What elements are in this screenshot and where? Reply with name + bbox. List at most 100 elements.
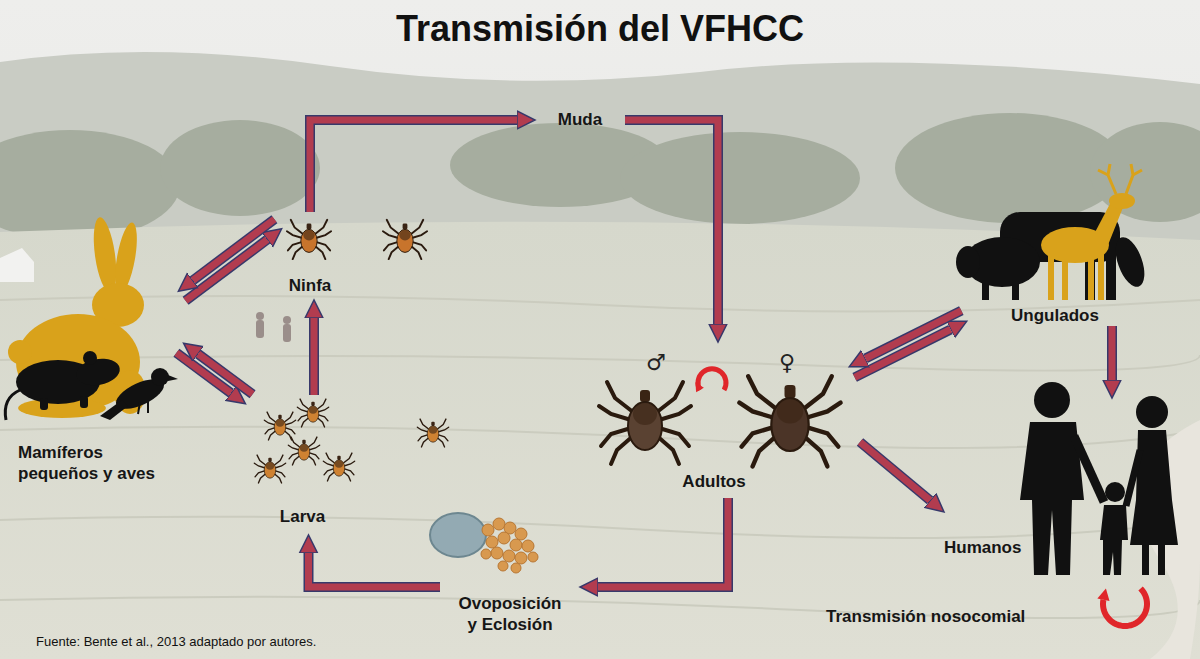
egg-mass-part-part xyxy=(528,552,538,562)
humans-silhouette-part xyxy=(1100,505,1128,575)
stage-label: Ovoposición y Eclosión xyxy=(454,594,566,635)
stage-label: Larva xyxy=(280,507,325,527)
stage-node: Ovoposición y Eclosión xyxy=(440,505,580,635)
walkers-part xyxy=(283,324,291,342)
source-caption: Fuente: Bente et al., 2013 adaptado por … xyxy=(36,634,316,649)
trees-part xyxy=(1090,122,1200,222)
arrow-outline xyxy=(598,498,728,587)
transmission-arrow xyxy=(1112,326,1113,380)
egg-mass-part xyxy=(481,518,538,573)
grass-streaks-part xyxy=(0,517,1200,538)
transmission-arrow xyxy=(314,318,315,395)
humans-silhouette xyxy=(1020,382,1178,575)
arrow-body xyxy=(186,240,268,301)
walkers xyxy=(256,312,291,342)
arrow-body xyxy=(310,120,517,212)
stage-label: Humanos xyxy=(944,538,1021,558)
ungulates-silhouette-part-part xyxy=(1109,193,1135,209)
tent xyxy=(0,248,34,282)
stage-node: Humanos xyxy=(940,378,1180,578)
arrow-outline xyxy=(309,318,319,395)
egg-mass-part-part xyxy=(486,536,498,548)
walkers-part xyxy=(283,316,291,324)
small-animals-silhouette-part-part xyxy=(100,400,128,420)
transmission-arrow xyxy=(310,120,517,212)
egg-mass-part-part xyxy=(481,549,491,559)
arrow-body xyxy=(309,553,441,587)
humans-silhouette-part xyxy=(1130,430,1178,545)
arrow-body xyxy=(193,219,275,280)
tick-icons-part xyxy=(288,437,319,465)
stage-node: Ninfa xyxy=(272,212,348,300)
arrow-body xyxy=(860,442,930,500)
sex-symbol-holder: ♀ xyxy=(779,350,795,375)
diagram-title: Transmisión del VFHCC xyxy=(396,8,804,50)
tick-icons-part xyxy=(417,419,448,447)
arrow-body xyxy=(1109,326,1116,380)
ungulates-silhouette-part xyxy=(1041,193,1135,300)
source-caption-holder: Fuente: Bente et al., 2013 adaptado por … xyxy=(36,632,316,650)
transmission-arrow xyxy=(598,498,728,587)
egg-mass-part-part xyxy=(511,563,521,573)
trees-part xyxy=(620,132,860,224)
small-animals-silhouette-part xyxy=(5,390,20,420)
stage-label: Muda xyxy=(558,110,602,130)
sex-symbol: ♂ xyxy=(646,350,666,375)
egg-mass-part-part xyxy=(515,528,527,540)
ungulates-silhouette-part-part xyxy=(1098,252,1104,300)
sex-symbol: ♀ xyxy=(779,350,795,375)
small-animals-silhouette-part-part xyxy=(83,351,97,365)
egg-mass-part-part xyxy=(491,547,503,559)
humans-silhouette-part xyxy=(1142,545,1149,575)
humans-silhouette-part xyxy=(1158,545,1165,575)
grass-streaks xyxy=(0,296,1200,618)
egg-mass-part-part xyxy=(503,550,515,562)
arrow-outline xyxy=(625,120,718,324)
arrow-outline xyxy=(193,219,275,280)
trees-part xyxy=(160,120,320,216)
arrow-outline xyxy=(865,311,961,359)
tick-icons-part xyxy=(383,220,427,259)
arrow-body xyxy=(598,498,728,587)
small-animals-silhouette-part-part xyxy=(8,340,32,364)
mating-loop xyxy=(698,369,726,390)
small-animals-silhouette-part xyxy=(8,216,146,418)
tick-icons-part xyxy=(739,376,840,466)
egg-mass xyxy=(430,513,538,573)
stage-label: Ninfa xyxy=(289,276,332,296)
humans-silhouette-part xyxy=(1126,450,1140,506)
ungulates-silhouette-part-part xyxy=(956,246,980,278)
ungulates-silhouette-part-part xyxy=(1048,252,1054,300)
transmission-arrow xyxy=(625,120,718,324)
tick-icons-part xyxy=(599,382,691,464)
humans-silhouette-part xyxy=(1034,382,1070,418)
tick-icons-part xyxy=(254,455,285,483)
egg-mass-part-part xyxy=(515,552,527,564)
small-animals-silhouette-part-part xyxy=(168,375,178,381)
small-animals-silhouette xyxy=(5,216,178,420)
humans-silhouette-part xyxy=(1136,396,1168,428)
transmission-arrow xyxy=(855,311,962,378)
stage-node: Muda xyxy=(535,104,625,136)
small-animals-silhouette-part xyxy=(16,351,178,420)
egg-mass-part-part xyxy=(482,524,494,536)
ungulates-silhouette-part xyxy=(1098,164,1142,194)
egg-mass-part-part xyxy=(522,540,534,552)
ungulates-silhouette-part-part xyxy=(1106,252,1116,300)
trees-part xyxy=(0,130,180,240)
humans-silhouette-part xyxy=(1074,436,1104,502)
arrow-body xyxy=(865,311,961,359)
small-animals-silhouette-part xyxy=(138,400,148,414)
edge-label: Transmisión nosocomial xyxy=(826,607,1025,627)
small-animals-silhouette-part-part xyxy=(80,396,88,408)
sex-symbol-holder: ♂ xyxy=(646,350,666,375)
mating-loop-part xyxy=(698,369,726,390)
arrow-body xyxy=(311,318,318,395)
tick-icons-part xyxy=(264,412,295,440)
small-animals-silhouette-part-part xyxy=(151,368,169,386)
